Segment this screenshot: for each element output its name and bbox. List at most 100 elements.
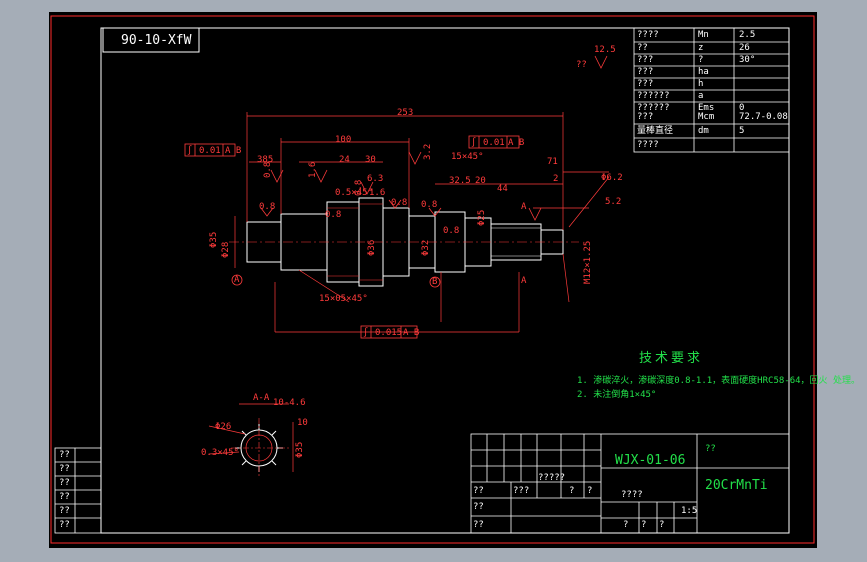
roughness-mark: 1.6	[308, 161, 318, 178]
sheet-info: ????	[621, 490, 643, 500]
gear-param-value: 26	[739, 43, 750, 53]
dim-100: 100	[335, 135, 352, 145]
gear-param-label: ??????	[637, 103, 670, 113]
tol-frame-1-ref: A B	[225, 146, 242, 156]
left-table-cell: ??	[59, 478, 70, 488]
sign-cell: ?	[569, 486, 575, 496]
section-marker-a-top: A	[521, 202, 527, 212]
left-table-cell: ??	[59, 492, 70, 502]
dim-24: 24	[339, 155, 350, 165]
dim-44: 44	[497, 184, 508, 194]
gear-param-label: ??????	[637, 91, 670, 101]
roughness-mark: 0.8	[443, 226, 460, 236]
dim-2: 2	[553, 174, 559, 184]
tol-frame-1-val: 0.01	[199, 146, 221, 156]
gear-param-symbol: ?	[698, 55, 704, 65]
datum-a: A	[234, 275, 240, 285]
section-view-label: A-A	[253, 393, 270, 403]
dim-15x05x45: 15×05×45°	[319, 294, 368, 304]
gear-param-symbol: ha	[698, 67, 709, 77]
roughness-mark: 0.8	[325, 210, 342, 220]
title-row-5: ???	[513, 486, 530, 496]
roughness-mark: 0.8	[421, 200, 438, 210]
title-row-2: ??	[473, 502, 484, 512]
section-dim-10: 10	[297, 418, 308, 428]
dim-15x45: 15×45°	[451, 152, 484, 162]
tech-item-1: 1. 渗碳淬火，渗碳深度0.8-1.1，表面硬度HRC58-64，回火 处理。	[577, 376, 860, 386]
tol-frame-2-sym: ∫	[471, 138, 477, 148]
dim-m12: M12×1.25	[583, 240, 593, 284]
gear-param-value: 30°	[739, 55, 756, 65]
gear-param-symbol: z	[698, 43, 704, 53]
scale: 1:5	[681, 506, 698, 516]
gear-param-label: ????	[637, 140, 659, 150]
gear-param-symbol: Mcm	[698, 112, 715, 122]
left-table-cell: ??	[59, 464, 70, 474]
dim-20: 20	[475, 176, 486, 186]
section-dim-phi26: Φ26	[215, 422, 232, 432]
title-row-1: ??	[473, 486, 484, 496]
roughness-general-value: 12.5	[594, 45, 616, 55]
dim-32-5: 32.5	[449, 176, 471, 186]
roughness-mark: 0.8	[354, 179, 364, 196]
part-name: ??	[705, 444, 716, 454]
roughness-general-note: ??	[576, 60, 587, 70]
gear-param-label: ???	[637, 112, 654, 122]
title-row-3: ??	[473, 520, 484, 530]
gear-param-symbol: a	[698, 91, 704, 101]
section-dim-spline: 10-4.6	[273, 398, 306, 408]
gear-param-value: 0	[739, 103, 745, 113]
gear-param-value: 2.5	[739, 30, 756, 40]
gear-param-label: ???	[637, 55, 654, 65]
roughness-mark: 0.8	[391, 198, 408, 208]
gear-param-label: ???	[637, 67, 654, 77]
tol-frame-3-val: 0.015	[375, 328, 403, 338]
sign-cell: ?	[587, 486, 593, 496]
dim-phi36: Φ36	[367, 239, 377, 256]
left-table-cell: ??	[59, 450, 70, 460]
dim-30: 30	[365, 155, 376, 165]
tol-frame-3-ref: A B	[403, 328, 420, 338]
dim-phi32: Φ32	[421, 239, 431, 256]
roughness-mark: 6.3	[367, 174, 384, 184]
section-marker-a-bottom: A	[521, 276, 527, 286]
tol-frame-2-ref: A B	[508, 138, 525, 148]
dim-71: 71	[547, 157, 558, 167]
sign-cell: ?	[623, 520, 629, 530]
title-block-code-top: 90-10-XfW	[121, 33, 192, 48]
gear-param-symbol: Mn	[698, 30, 709, 40]
gear-param-label: 量棒直径	[637, 126, 674, 136]
datum-b: B	[432, 277, 438, 287]
drawing-number: WJX-01-06	[615, 453, 686, 468]
sign-cell: ?	[641, 520, 647, 530]
section-dim-phi35: Φ35	[295, 441, 305, 458]
roughness-mark: 3.2	[423, 143, 433, 160]
dim-5-2: 5.2	[605, 197, 622, 207]
title-row-4: ?????	[538, 473, 566, 483]
dim-overall: 253	[397, 108, 414, 118]
section-dim-chamfer: 0.3×45°	[201, 448, 239, 458]
dim-385: 385	[257, 155, 274, 165]
tech-item-2: 2. 未注倒角1×45°	[577, 390, 657, 400]
left-table-cell: ??	[59, 506, 70, 516]
drawing-sheet: 90-10-XfW 12.5 ?? ???? Mn 2.5?? z 26???? 30°?…	[49, 12, 860, 548]
gear-param-symbol: h	[698, 79, 704, 89]
gear-param-label: ????	[637, 30, 659, 40]
roughness-mark: 0.8	[263, 161, 273, 178]
tol-frame-2-val: 0.01	[483, 138, 505, 148]
material: 20CrMnTi	[705, 478, 768, 493]
dim-phi6-2: Φ6.2	[601, 173, 623, 183]
gear-param-label: ???	[637, 79, 654, 89]
tech-requirements-title: 技术要求	[639, 351, 704, 366]
dim-phi35: Φ35	[209, 231, 219, 248]
gear-param-label: ??	[637, 43, 648, 53]
tol-frame-3-sym: ∫	[363, 328, 369, 338]
left-table-cell: ??	[59, 520, 70, 530]
roughness-mark: 0.8	[259, 202, 276, 212]
gear-param-value: 5	[739, 126, 745, 136]
tol-frame-1-sym: ∫	[187, 146, 193, 156]
gear-param-value: 72.7-0.08	[739, 112, 788, 122]
dim-0-5x45: 0.5×45°	[335, 188, 373, 198]
sign-cell: ?	[659, 520, 665, 530]
roughness-mark: 1.6	[369, 188, 386, 198]
